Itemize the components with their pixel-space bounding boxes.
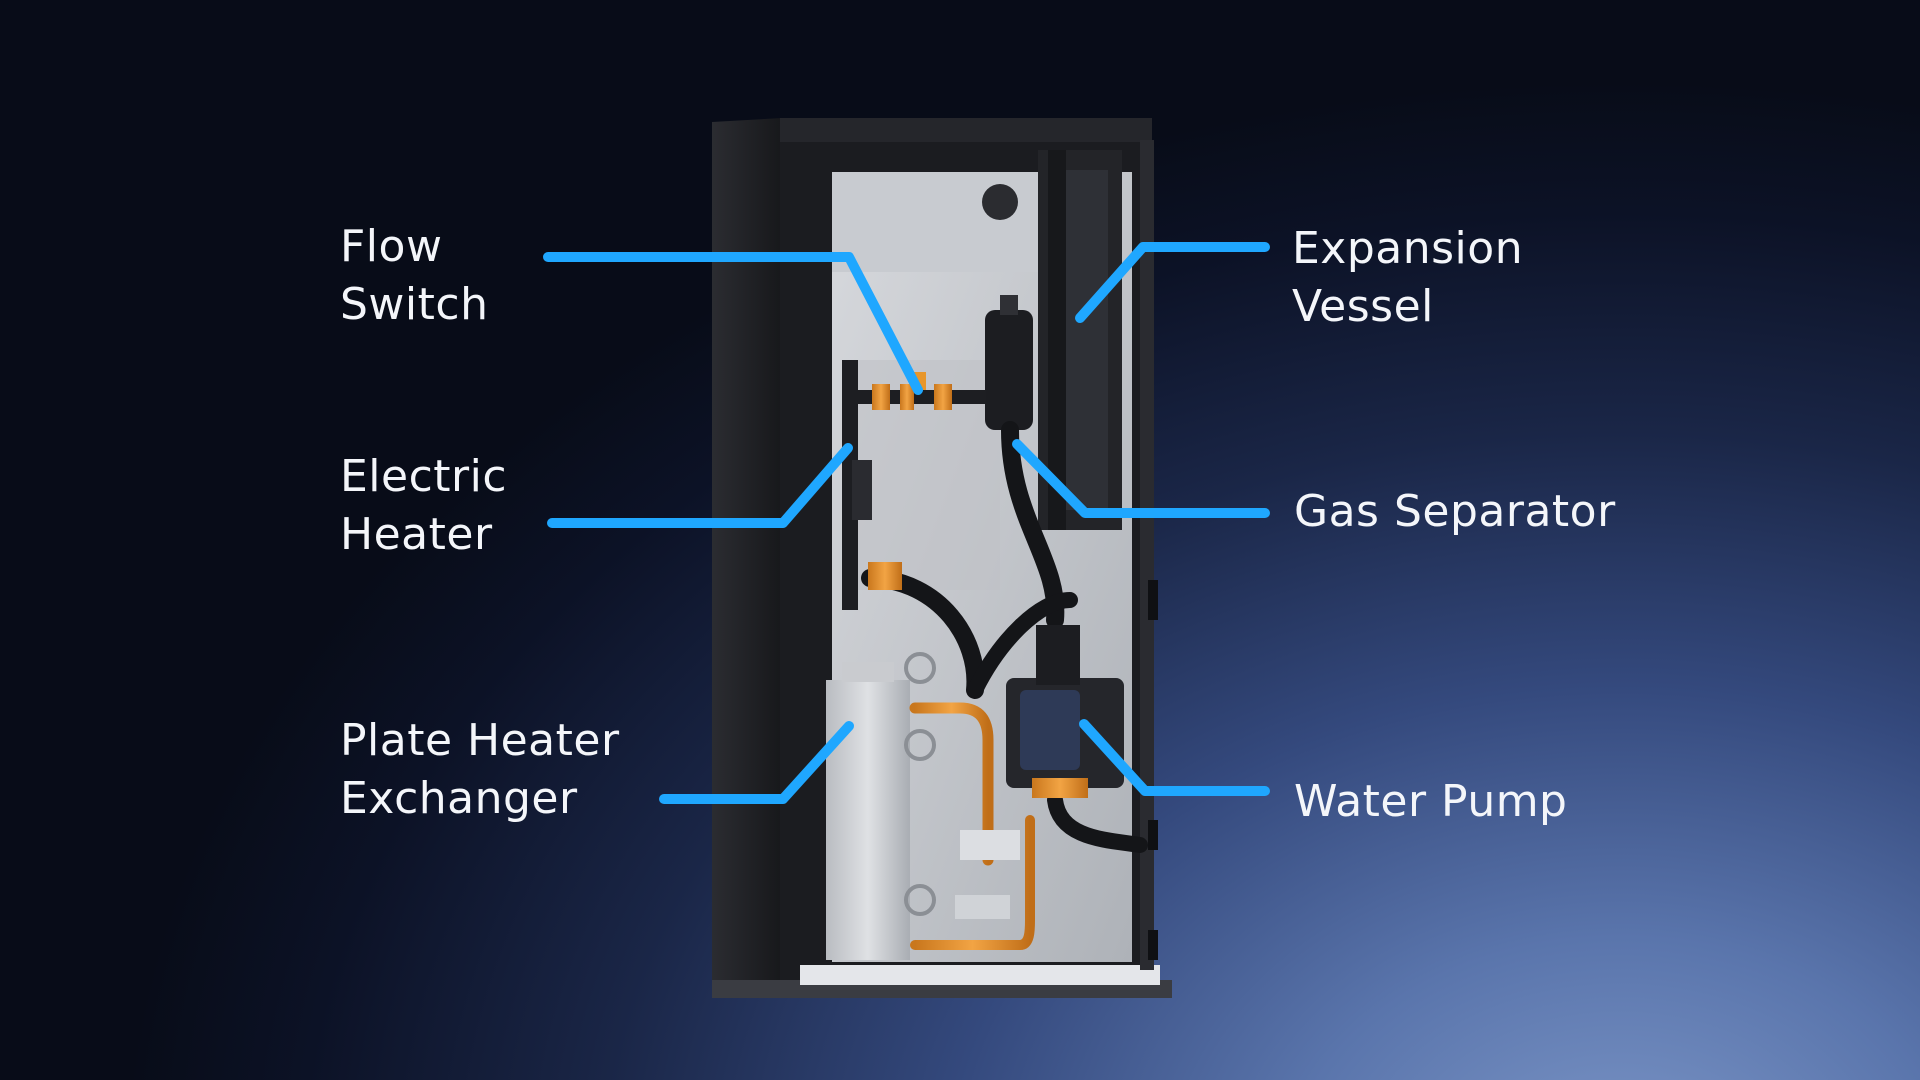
label-gas-separator: Gas Separator	[1294, 483, 1616, 541]
callout-line-expansion-vessel	[1075, 242, 1270, 323]
label-flow-switch-line-1: Flow	[340, 221, 443, 272]
callout-line-electric-heater	[547, 443, 853, 528]
callout-lines	[543, 242, 1270, 804]
callout-line-water-pump	[1079, 719, 1270, 796]
plate-heat-exchanger-part	[826, 652, 936, 960]
gas-separator-part	[985, 295, 1033, 430]
label-electric-heater: Electric Heater	[340, 448, 507, 564]
label-flow-switch: Flow Switch	[340, 218, 488, 334]
label-flow-switch-line-2: Switch	[340, 279, 489, 330]
expansion-vessel-part	[1038, 150, 1122, 530]
label-plate-heater-exchanger-line-2: Exchanger	[340, 773, 578, 824]
label-expansion-vessel-line-1: Expansion	[1292, 223, 1524, 274]
label-expansion-vessel-line-2: Vessel	[1292, 281, 1434, 332]
label-electric-heater-line-1: Electric	[340, 451, 508, 502]
cabinet-hinges	[1148, 580, 1158, 960]
label-water-pump-line-1: Water Pump	[1294, 776, 1568, 827]
callout-line-gas-separator	[1012, 439, 1270, 518]
label-electric-heater-line-2: Heater	[340, 509, 493, 560]
electric-heater-part	[842, 360, 872, 610]
callout-line-flow-switch	[543, 252, 923, 395]
copper-pipes	[909, 702, 1035, 953]
label-plate-heater-exchanger-line-1: Plate Heater	[340, 715, 620, 766]
label-water-pump: Water Pump	[1294, 773, 1568, 831]
label-plate-heater-exchanger: Plate Heater Exchanger	[340, 712, 620, 828]
valve-block-2	[955, 895, 1010, 919]
valve-block	[960, 830, 1020, 860]
flow-switch-part	[846, 372, 986, 410]
label-gas-separator-line-1: Gas Separator	[1294, 486, 1616, 537]
heater-fitting	[868, 562, 902, 590]
water-pump-part	[1006, 625, 1124, 798]
label-expansion-vessel: Expansion Vessel	[1292, 220, 1523, 336]
callout-line-plate-heater-exchanger	[659, 721, 854, 804]
